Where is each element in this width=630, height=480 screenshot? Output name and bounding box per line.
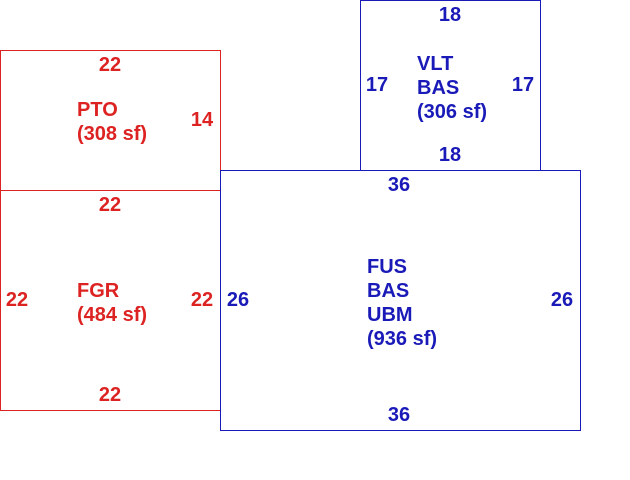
vlt-left-dimension: 17 xyxy=(365,74,389,96)
fgr-top-dimension: 22 xyxy=(98,194,122,216)
fus-area-label: FUS BAS UBM (936 sf) xyxy=(367,255,437,351)
vlt-area-type: BAS xyxy=(417,77,460,99)
vlt-area-label: VLT BAS (306 sf) xyxy=(417,52,487,124)
fgr-right-dimension: 22 xyxy=(190,289,214,311)
fus-left-dimension: 26 xyxy=(226,289,250,311)
pto-area-code: PTO xyxy=(77,99,118,121)
vlt-area-size: (306 sf) xyxy=(417,101,488,123)
fus-bottom-dimension: 36 xyxy=(387,404,411,426)
fus-area-subtype: UBM xyxy=(367,304,413,326)
fus-area-type: BAS xyxy=(367,280,410,302)
vlt-bottom-dimension: 18 xyxy=(438,144,462,166)
fus-area-code: FUS xyxy=(367,256,407,278)
pto-area-size: (308 sf) xyxy=(77,123,148,145)
fus-area-outline xyxy=(220,170,581,431)
vlt-top-dimension: 18 xyxy=(438,4,462,26)
pto-right-dimension: 14 xyxy=(190,109,214,131)
fgr-bottom-dimension: 22 xyxy=(98,384,122,406)
fus-right-dimension: 26 xyxy=(550,289,574,311)
pto-top-dimension: 22 xyxy=(98,54,122,76)
fgr-area-label: FGR (484 sf) xyxy=(77,279,147,327)
fus-area-size: (936 sf) xyxy=(367,328,438,350)
fgr-left-dimension: 22 xyxy=(5,289,29,311)
fgr-area-code: FGR xyxy=(77,280,120,302)
pto-area-label: PTO (308 sf) xyxy=(77,98,147,146)
vlt-area-code: VLT xyxy=(417,53,454,75)
vlt-right-dimension: 17 xyxy=(511,74,535,96)
fus-top-dimension: 36 xyxy=(387,174,411,196)
fgr-area-size: (484 sf) xyxy=(77,304,148,326)
